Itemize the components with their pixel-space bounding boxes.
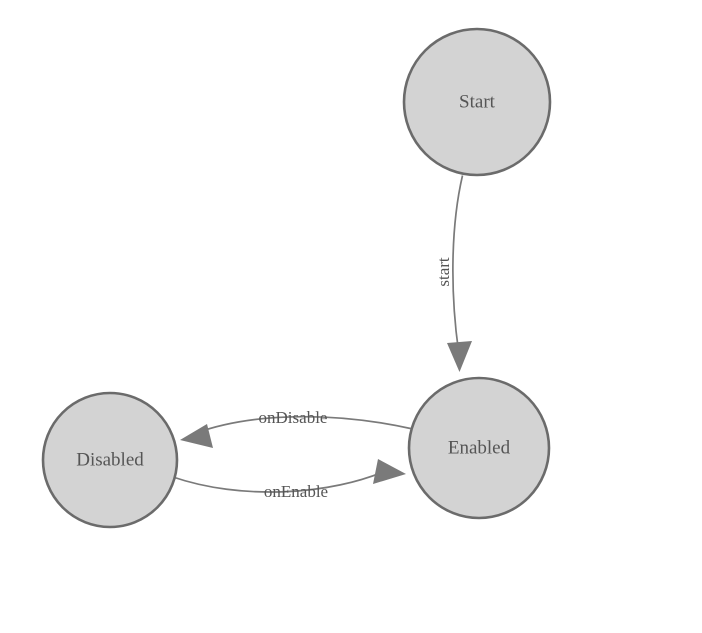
node-enabled-label: Enabled	[448, 437, 511, 458]
edge-start-to-enabled-path	[452, 175, 464, 352]
node-disabled-circle	[41, 391, 179, 529]
edge-label-onenable: onEnable	[264, 482, 328, 501]
edge-enabled-to-disabled-path	[195, 415, 411, 434]
edge-label-start: start	[434, 257, 453, 287]
edge-start-to-enabled-arrowhead	[447, 341, 472, 372]
edge-disabled-to-enabled[interactable]	[172, 459, 406, 493]
node-enabled[interactable]: Enabled	[407, 376, 551, 520]
edge-enabled-to-disabled-arrowhead	[180, 424, 213, 448]
node-disabled-label: Disabled	[76, 449, 144, 470]
node-start[interactable]: Start	[402, 27, 552, 177]
node-start-circle	[402, 27, 552, 177]
edge-disabled-to-enabled-path	[172, 468, 391, 493]
edge-label-ondisable: onDisable	[259, 408, 328, 427]
edge-disabled-to-enabled-arrowhead	[373, 459, 406, 484]
edge-enabled-to-disabled[interactable]	[180, 415, 411, 448]
node-disabled[interactable]: Disabled	[41, 391, 179, 529]
node-enabled-circle	[407, 376, 551, 520]
node-start-label: Start	[459, 91, 496, 112]
edge-start-to-enabled[interactable]	[447, 175, 472, 373]
